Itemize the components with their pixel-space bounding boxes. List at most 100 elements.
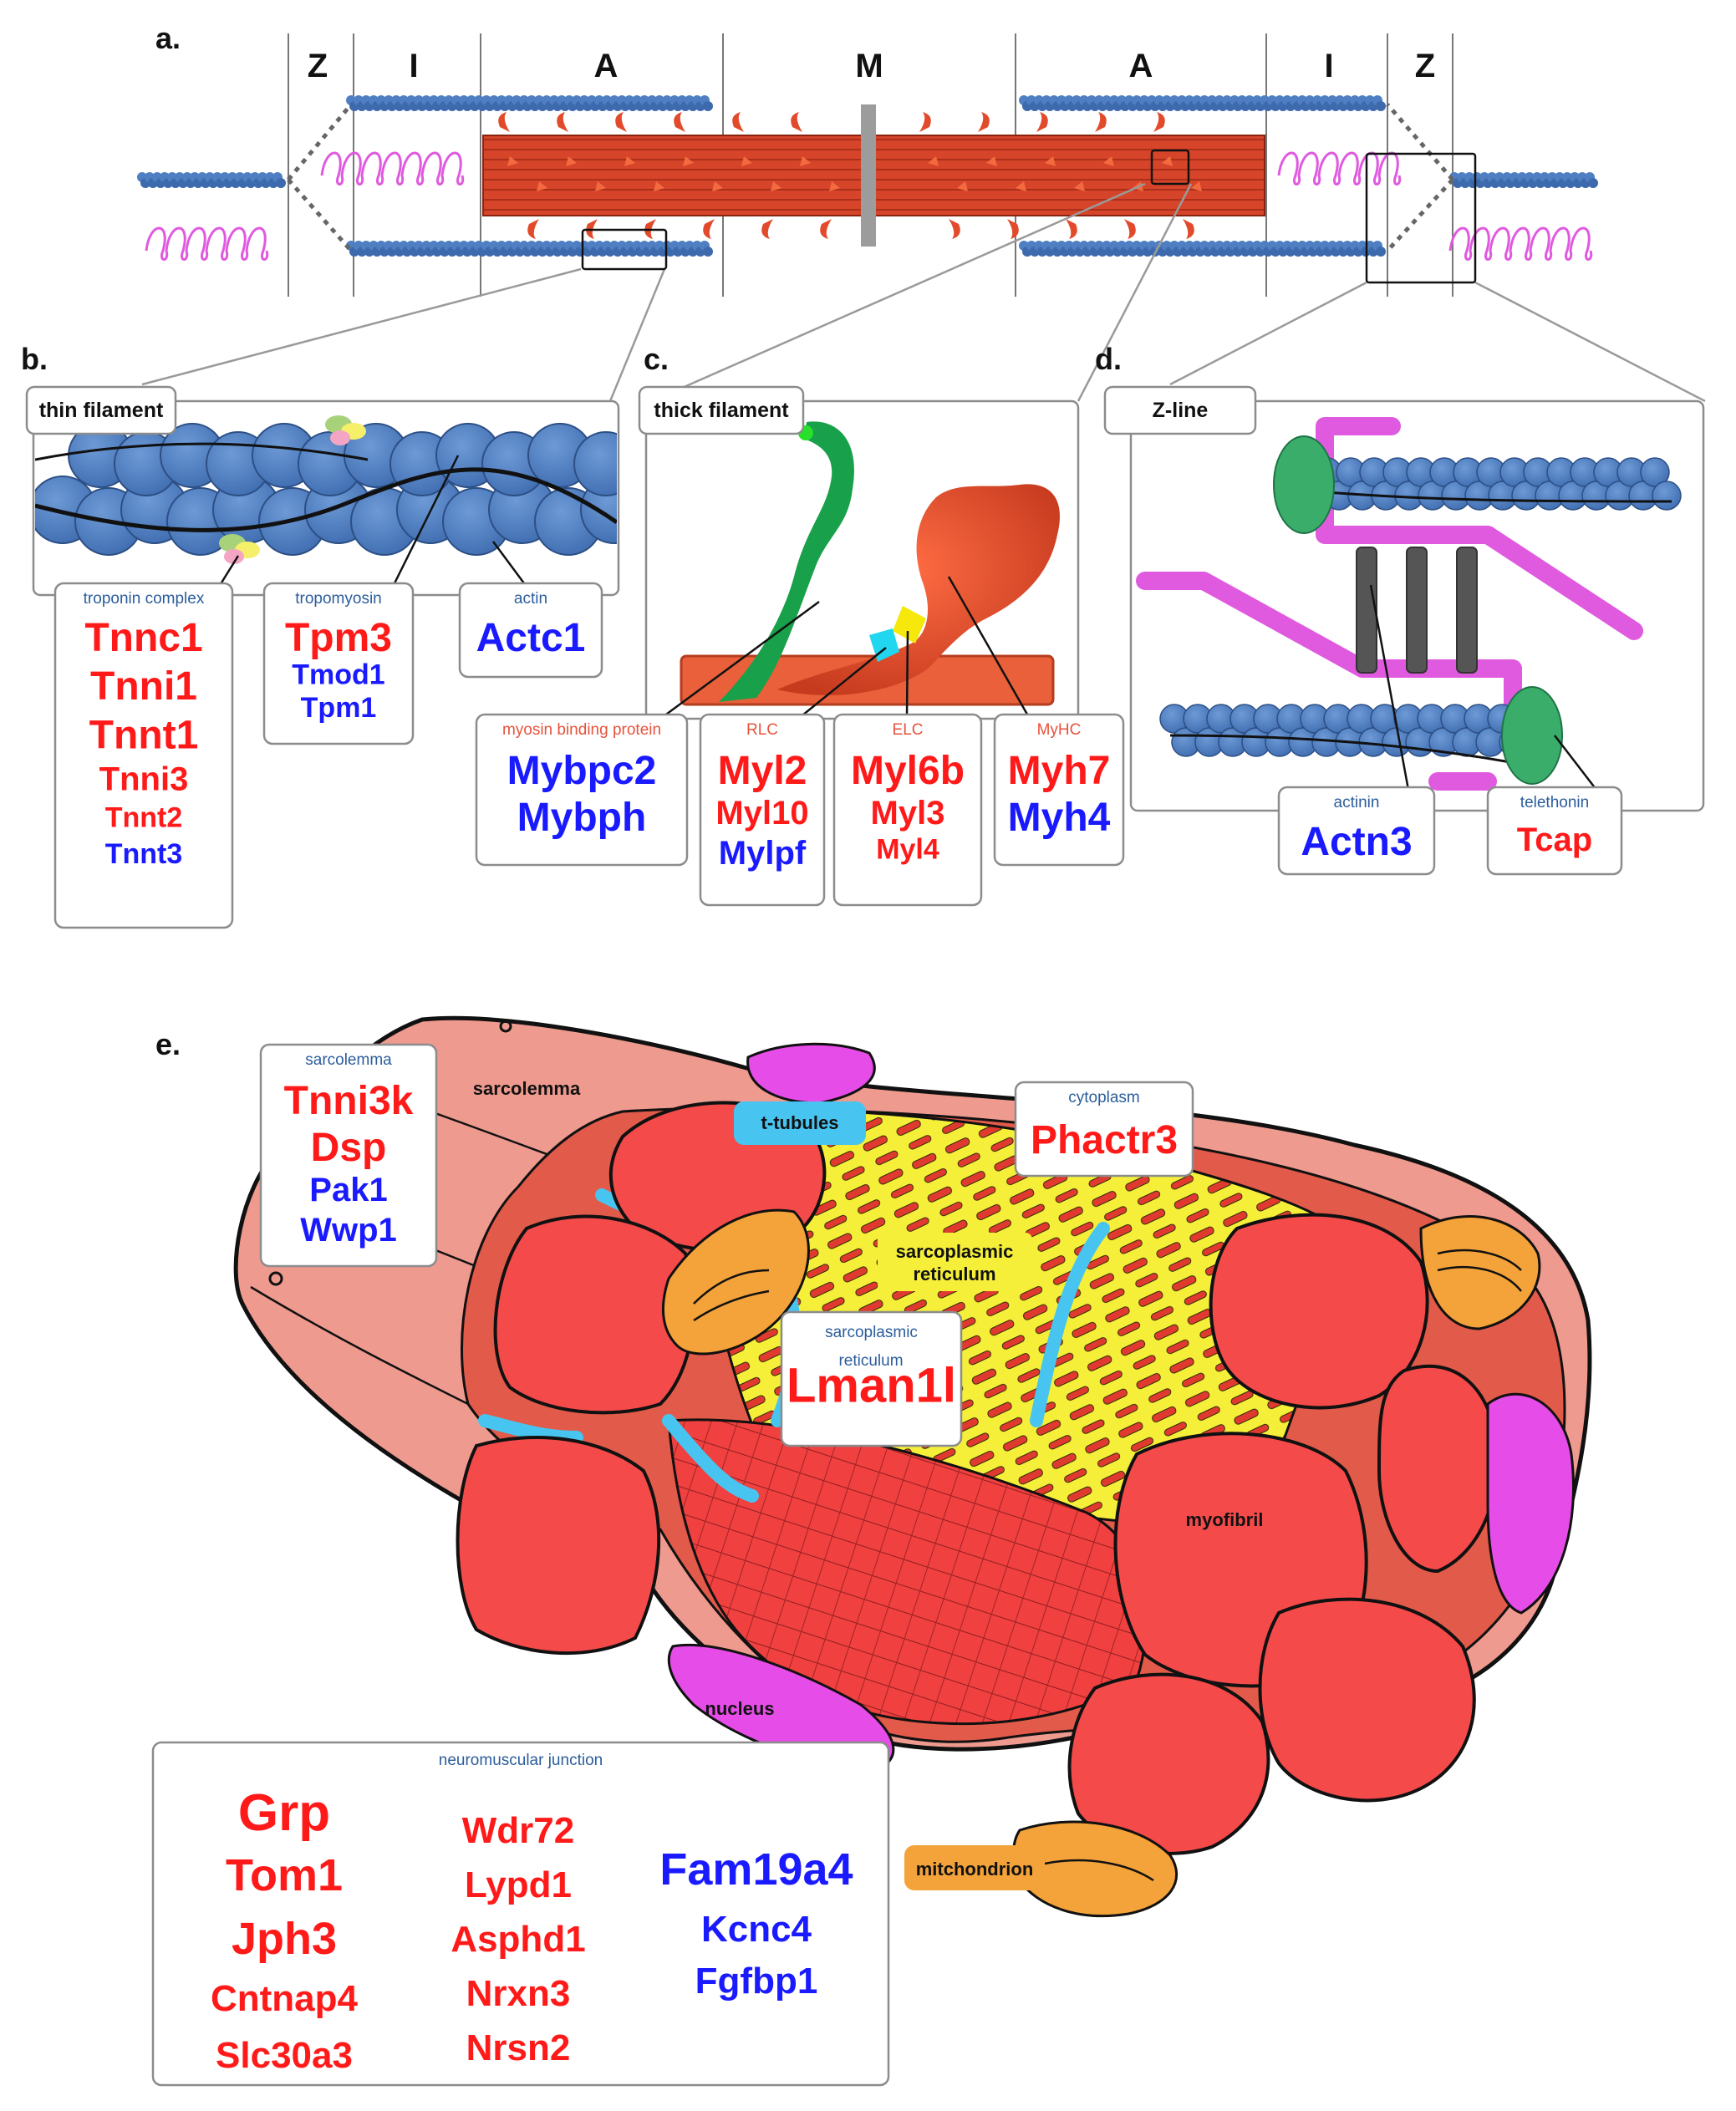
tropomyosin-box-title: tropomyosin: [295, 590, 382, 608]
gene-tnnt1: Tnnt1: [89, 714, 199, 758]
gene-nrsn2: Nrsn2: [466, 2027, 571, 2068]
gene-tcap: Tcap: [1517, 822, 1592, 858]
sarcomere-diagram: [137, 33, 1598, 297]
gene-nrxn3: Nrxn3: [466, 1973, 571, 2014]
sarcolemma-genes-box-title: sarcolemma: [305, 1051, 392, 1069]
troponin-complex-bottom: [219, 534, 260, 564]
gene-fgfbp1: Fgfbp1: [695, 1961, 818, 2002]
band-label-5: I: [1324, 48, 1333, 84]
zline-pointer-lines: [1369, 584, 1597, 791]
troponin-complex-box-title: troponin complex: [84, 590, 205, 608]
elc-box-title: ELC: [893, 721, 924, 739]
band-label-2: A: [594, 48, 619, 84]
bottom-gene-boxes: sarcolemmaTnni3kDspPak1Wwp1cytoplasmPhac…: [151, 1043, 1194, 2087]
m-line: [861, 104, 876, 247]
actinin-box-title: actinin: [1334, 794, 1380, 811]
titin-left-bottom: [145, 226, 269, 261]
gene-tpm3: Tpm3: [285, 616, 392, 660]
myosin-heavy-chain-head: [777, 484, 1060, 695]
muscle-fiber-drawing: [233, 1015, 1592, 1918]
label-sarcolemma: sarcolemma: [473, 1078, 581, 1099]
telethonin-right: [1501, 686, 1563, 785]
zoom-box-thin: [581, 228, 668, 271]
t-tubules-label-bg: [734, 1101, 866, 1145]
thin-filament-caption-box: [25, 385, 177, 435]
sr-label-bg: [878, 1233, 1032, 1291]
titin-bands: [1136, 417, 1643, 791]
gene-actc1: Actc1: [476, 616, 586, 660]
zline-caption-box: [1103, 385, 1257, 435]
gene-pak1: Pak1: [309, 1172, 387, 1208]
band-label-3: M: [855, 48, 883, 84]
gene-kcnc4: Kcnc4: [701, 1909, 812, 1950]
panel-b-letter: b.: [21, 342, 48, 376]
gene-dsp: Dsp: [311, 1126, 387, 1170]
thick-filament-caption: thick filament: [654, 399, 789, 422]
gene-tnnt2: Tnnt2: [105, 801, 183, 833]
gene-tom1: Tom1: [226, 1850, 343, 1900]
actin-right-top: [1019, 95, 1386, 111]
gene-myl6b: Myl6b: [851, 749, 965, 793]
top-gene-boxes: troponin complexTnnc1Tnni1Tnnt1Tnni3Tnnt…: [53, 582, 1623, 929]
troponin-complex-top: [325, 415, 366, 445]
band-label-0: Z: [308, 48, 328, 84]
mitochondrion-label-bg: [904, 1845, 1045, 1890]
gene-mybpc2: Mybpc2: [507, 749, 657, 793]
panel-a-letter: a.: [155, 21, 181, 55]
striated-myofibril: [667, 1418, 1148, 1726]
gene-cntnap4: Cntnap4: [211, 1978, 359, 2019]
thick-filament-pointer-lines: [659, 576, 1031, 720]
nucleus-top: [746, 1042, 876, 1105]
gene-tnni3: Tnni3: [99, 761, 189, 798]
panel-c-letter: c.: [644, 342, 669, 376]
gene-fam19a4: Fam19a4: [659, 1844, 853, 1895]
label-myofibril: myofibril: [1186, 1509, 1264, 1530]
essential-light-chain: [893, 606, 926, 643]
zline-caption: Z-line: [1153, 399, 1209, 422]
myofibril-right-mid: [1377, 1364, 1499, 1574]
gene-myl4: Myl4: [876, 834, 939, 866]
cytoplasm-genes-box-title: cytoplasm: [1068, 1089, 1140, 1106]
thick-filament-caption-box: [638, 385, 805, 435]
gene-myl3: Myl3: [871, 795, 945, 832]
myofibril-bottom: [1067, 1672, 1270, 1855]
troponin-complex-box: troponin complexTnnc1Tnni1Tnnt1Tnni3Tnnt…: [53, 582, 234, 929]
titin-left-top: [320, 151, 465, 186]
label-sarcoplasmic-reticulum-1: sarcoplasmic: [896, 1241, 1014, 1262]
structure-labels: sarcolemma t-tubules sarcoplasmic reticu…: [473, 1078, 1264, 1890]
gene-myh4: Myh4: [1008, 796, 1111, 840]
label-mitochondrion: mitchondrion: [916, 1859, 1034, 1880]
gene-myh7: Myh7: [1008, 749, 1111, 793]
gene-slc30a3: Slc30a3: [216, 2035, 353, 2076]
gene-phactr3: Phactr3: [1031, 1118, 1178, 1162]
zoom-box-zline: [1365, 152, 1477, 284]
nmj-title: neuromuscular junction: [439, 1752, 603, 1769]
label-nucleus: nucleus: [705, 1698, 774, 1719]
telethonin-left: [1273, 435, 1335, 534]
telethonin-box-title: telethonin: [1520, 794, 1589, 811]
thin-filament-caption: thin filament: [39, 399, 164, 422]
myosin-drawing: [680, 421, 1060, 706]
actin-left-bottom: [346, 241, 713, 257]
band-label-4: A: [1129, 48, 1153, 84]
gene-wdr72: Wdr72: [462, 1810, 574, 1851]
myofibril-left: [493, 1214, 695, 1415]
gene-tnni1: Tnni1: [90, 664, 197, 709]
thin-filament-pointer-lines: [217, 455, 528, 588]
actinin-rod-0: [1356, 547, 1377, 674]
titin-right-bottom: [1448, 226, 1593, 261]
tropomyosin-strand: [35, 467, 617, 532]
gene-tnnc1: Tnnc1: [84, 616, 202, 660]
neuromuscular-junction-box: neuromuscular junctionGrpTom1Jph3Cntnap4…: [151, 1741, 890, 2087]
gene-grp: Grp: [238, 1784, 330, 1842]
gene-tnnt3: Tnnt3: [105, 838, 183, 870]
actin-left-mid: [137, 172, 286, 188]
gene-mylpf: Mylpf: [719, 835, 807, 872]
